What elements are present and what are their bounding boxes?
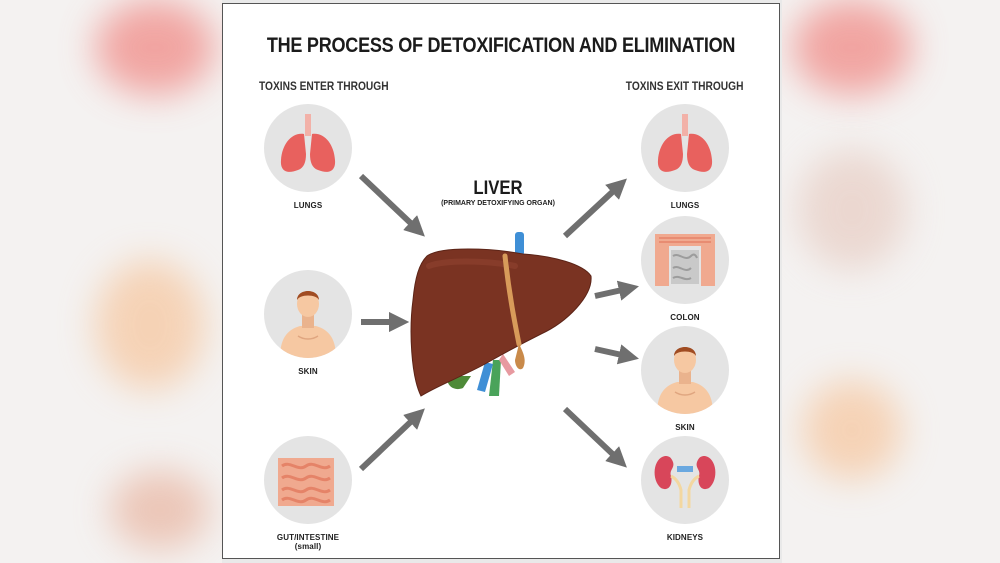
organ-label: SKIN (675, 423, 695, 432)
organ-label: LUNGS (670, 201, 700, 210)
man-torso-icon (641, 326, 729, 414)
exit-organ-lungs: LUNGS (640, 104, 730, 210)
organ-label: COLON (670, 313, 700, 322)
blurred-backdrop-left (0, 0, 222, 563)
colon-icon (641, 216, 729, 304)
lungs-icon (641, 104, 729, 192)
entry-organ-gut: GUT/INTESTINE (small) (263, 436, 353, 551)
organ-label: GUT/INTESTINE (small) (276, 533, 340, 551)
exit-heading: TOXINS EXIT THROUGH (625, 79, 743, 93)
blurred-backdrop-right (782, 0, 1000, 563)
liver-subtitle: (PRIMARY DETOXIFYING ORGAN) (441, 200, 555, 207)
liver-title: LIVER (473, 178, 523, 199)
exit-organ-colon: COLON (640, 216, 730, 322)
organ-label: SKIN (298, 367, 318, 376)
exit-organ-kidneys: KIDNEYS (640, 436, 730, 542)
arrow-lungs-to-liver (358, 173, 425, 237)
arrow-liver-to-skin (594, 344, 639, 365)
entry-organ-lungs: LUNGS (263, 104, 353, 210)
small-intestine-icon (264, 436, 352, 524)
organ-label: LUNGS (293, 201, 323, 210)
diagram-graphics (358, 173, 639, 472)
arrow-liver-to-colon (594, 280, 639, 301)
entry-organ-skin: SKIN (263, 270, 353, 376)
organ-label: KIDNEYS (666, 533, 704, 542)
infographic-title: THE PROCESS OF DETOXIFICATION AND ELIMIN… (266, 34, 736, 57)
liver-illustration (410, 232, 592, 397)
infographic-card: THE PROCESS OF DETOXIFICATION AND ELIMIN… (222, 3, 780, 559)
arrow-gut-to-liver (358, 408, 425, 472)
lungs-icon (264, 104, 352, 192)
man-torso-icon (264, 270, 352, 358)
arrow-liver-to-lungs (562, 178, 627, 239)
exit-organ-skin: SKIN (640, 326, 730, 432)
entry-heading: TOXINS ENTER THROUGH (259, 79, 389, 93)
kidneys-icon (641, 436, 729, 524)
arrow-liver-to-kidneys (562, 406, 627, 468)
